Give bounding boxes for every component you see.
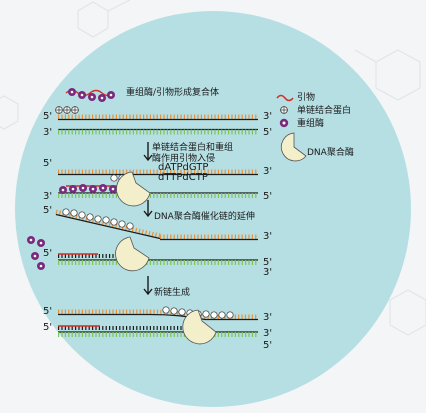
step1-label: 重组酶/引物形成复合体 — [126, 88, 220, 98]
background-circle — [15, 11, 411, 407]
end-label: 3' — [263, 231, 273, 242]
legend-ssb-label: 单链结合蛋白 — [297, 106, 352, 116]
dsdna-2 — [58, 169, 258, 198]
end-label: 5' — [263, 340, 273, 351]
step1-complex — [65, 88, 115, 102]
legend — [276, 94, 307, 162]
step2-label-line2: 酶作用引物入侵 — [152, 154, 216, 164]
step-arrow-2 — [143, 200, 153, 218]
primer-legend-icon — [276, 94, 294, 102]
end-label: 3' — [43, 191, 53, 202]
dntp-label-line2: dTTPdCTP — [158, 172, 208, 183]
step4-new-strand — [58, 325, 258, 337]
polymerase-legend-icon — [280, 132, 307, 162]
background-hexagons — [0, 0, 426, 336]
end-label: 5' — [263, 191, 273, 202]
end-label: 3' — [263, 267, 273, 278]
end-label: 3' — [263, 312, 273, 323]
end-label: 3' — [263, 111, 273, 122]
legend-primer-label: 引物 — [297, 93, 316, 103]
end-label: 5' — [43, 158, 53, 169]
end-label: 3' — [43, 127, 53, 138]
step3-label: DNA聚合酶催化链的延伸 — [154, 212, 255, 222]
step4-label: 新链生成 — [154, 288, 191, 298]
legend-recombinase-label: 重组酶 — [297, 119, 325, 129]
step-arrow-1 — [143, 142, 153, 162]
end-label: 5' — [43, 306, 53, 317]
end-label: 5' — [263, 257, 273, 268]
end-label: 5' — [43, 205, 53, 216]
step-arrow-3 — [143, 276, 153, 296]
step3-free-recombinase — [27, 236, 45, 270]
step3-polymerase — [115, 236, 150, 272]
end-label: 5' — [43, 322, 53, 333]
end-label: 5' — [43, 248, 53, 259]
step1-ssb-cluster — [55, 106, 79, 114]
step2-polymerase — [116, 171, 151, 207]
step2-label-line1: 单链结合蛋白和重组 — [152, 143, 234, 153]
dntp-label-line1: dATPdGTP — [158, 162, 209, 173]
legend-polymerase-label: DNA聚合酶 — [307, 148, 354, 158]
end-label: 5' — [263, 127, 273, 138]
end-label: 5' — [43, 111, 53, 122]
step4-polymerase — [182, 309, 217, 345]
step3-ssb-chain — [62, 208, 134, 230]
recombinase-legend-icon — [279, 118, 289, 128]
end-label: 3' — [263, 328, 273, 339]
dsdna-1 — [58, 114, 258, 135]
end-label: 3' — [263, 166, 273, 177]
ssb-legend-icon — [280, 106, 288, 114]
